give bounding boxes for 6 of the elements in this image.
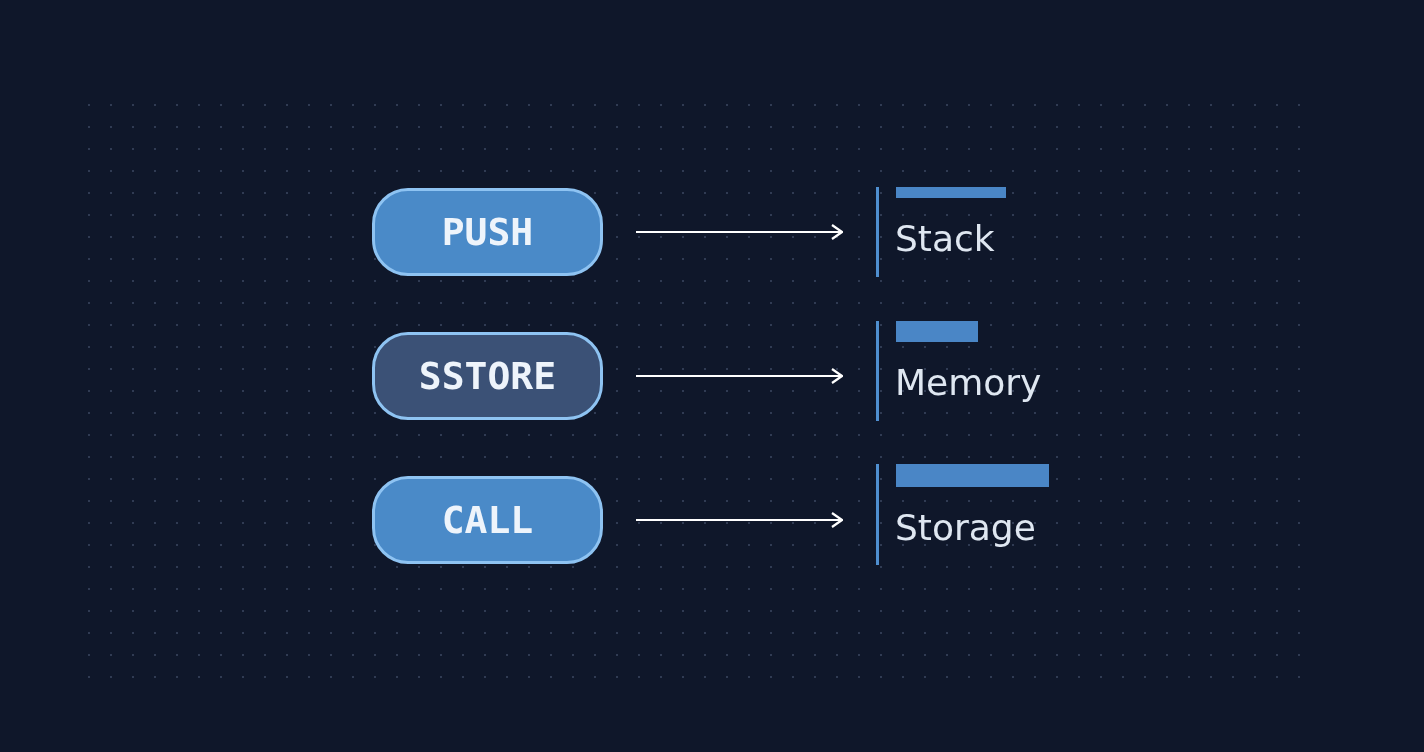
arrow — [636, 223, 844, 241]
opcode-pill: SSTORE — [372, 332, 603, 420]
opcode-pill: CALL — [372, 476, 603, 564]
arrow — [636, 367, 844, 385]
opcode-pill: PUSH — [372, 188, 603, 276]
arrow — [636, 511, 844, 529]
